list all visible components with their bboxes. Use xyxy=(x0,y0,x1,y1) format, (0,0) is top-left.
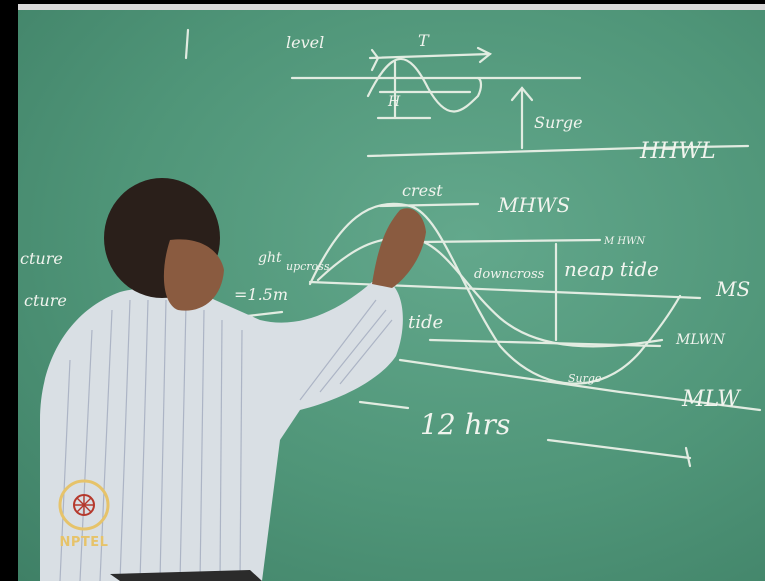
chalk-word: Surge xyxy=(534,113,583,132)
chalk-word: level xyxy=(286,33,324,52)
chalk-word: MLW xyxy=(681,387,742,412)
chalk-word: HHWL xyxy=(639,139,716,164)
logo-text: NPTEL xyxy=(59,535,109,550)
chalk-word: tide xyxy=(408,312,443,333)
chalk-word: MS xyxy=(715,277,750,301)
chalk-mhwn-line xyxy=(418,238,602,244)
logo-spokes xyxy=(74,495,94,515)
chalk-mlws-line xyxy=(398,358,762,412)
chalk-word: H xyxy=(387,94,401,110)
chalk-word: Surge xyxy=(568,372,602,385)
chalk-word: cture xyxy=(20,249,63,268)
face xyxy=(163,239,224,311)
nptel-logo xyxy=(58,479,110,531)
chalk-word: neap tide xyxy=(564,257,659,281)
chalk-word: T xyxy=(418,31,430,50)
chalk-arrow-left xyxy=(370,48,380,72)
chalk-handwriting: level T H Surge HHWL crest MHWS M HWN do… xyxy=(20,31,750,441)
chalk-tide-curve xyxy=(308,202,682,385)
board-top-edge xyxy=(18,4,765,12)
chalk-arrow-right xyxy=(476,46,493,64)
lecturer xyxy=(40,178,426,581)
chalk-word: 12 hrs xyxy=(420,408,510,441)
belt xyxy=(110,570,262,581)
chalk-mhws-line xyxy=(378,202,480,208)
chalk-hhwl-line xyxy=(366,144,750,158)
chalk-word: =1.5m xyxy=(234,285,288,304)
chalk-tick-mark xyxy=(184,28,190,60)
chalk-time-arrow xyxy=(546,438,692,460)
chalk-word: cture xyxy=(24,291,67,310)
chalk-word: MHWS xyxy=(497,193,570,217)
chalk-word: MLWN xyxy=(675,332,726,348)
chalk-wave-crest xyxy=(366,57,483,113)
chalk-neap-curve xyxy=(316,236,664,348)
chalk-word: M HWN xyxy=(603,236,646,247)
raised-hand xyxy=(372,208,426,288)
chalk-surge-head xyxy=(510,86,534,102)
shirt-stripes xyxy=(59,299,393,581)
logo-ring xyxy=(58,479,110,531)
chalk-word: ght xyxy=(258,250,282,266)
chalk-word: upcross xyxy=(286,260,330,273)
chalk-period-arrow xyxy=(368,52,492,60)
chalk-time-tick xyxy=(684,446,692,468)
chalk-dash-left xyxy=(358,400,410,410)
chalk-word: crest xyxy=(402,181,443,200)
chalk-mlwn-line xyxy=(428,338,662,348)
chalk-word: downcross xyxy=(474,267,545,282)
